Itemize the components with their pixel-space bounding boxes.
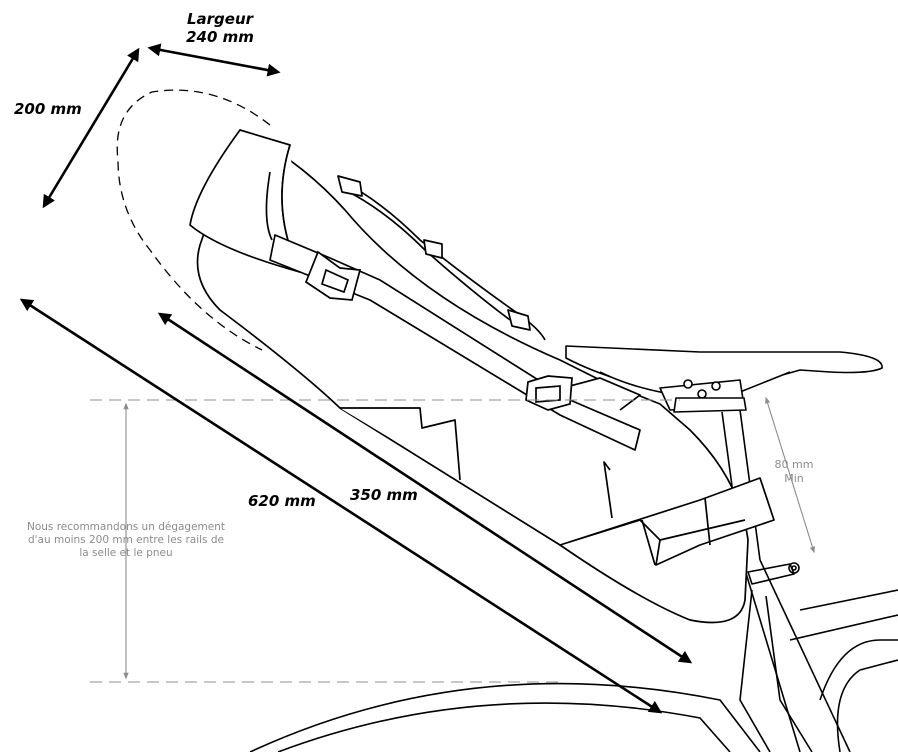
rear-wheel	[249, 682, 761, 752]
length-inner-label: 350 mm	[350, 486, 418, 504]
bag-volume-outline	[116, 89, 271, 351]
clearance-note-line1: Nous recommandons un dégagement	[27, 521, 225, 533]
height-arrow	[42, 47, 140, 209]
clearance-note-line2: d'au moins 200 mm entre les rails de	[28, 534, 224, 546]
width-arrow	[147, 43, 281, 77]
bike-frame	[721, 409, 898, 752]
clearance-note-line3: la selle et le pneu	[79, 547, 172, 559]
width-label-line2: 240 mm	[186, 28, 254, 46]
seatpost-min-arrow	[765, 396, 815, 554]
buckle-upper	[304, 250, 362, 301]
seatpost-label-line2: Min	[784, 472, 804, 485]
length-outer-label: 620 mm	[248, 492, 316, 510]
height-label: 200 mm	[14, 100, 82, 118]
seatpost-label-line1: 80 mm	[775, 458, 814, 471]
length-inner-arrow	[157, 312, 693, 664]
width-label-line1: Largeur	[187, 10, 255, 28]
